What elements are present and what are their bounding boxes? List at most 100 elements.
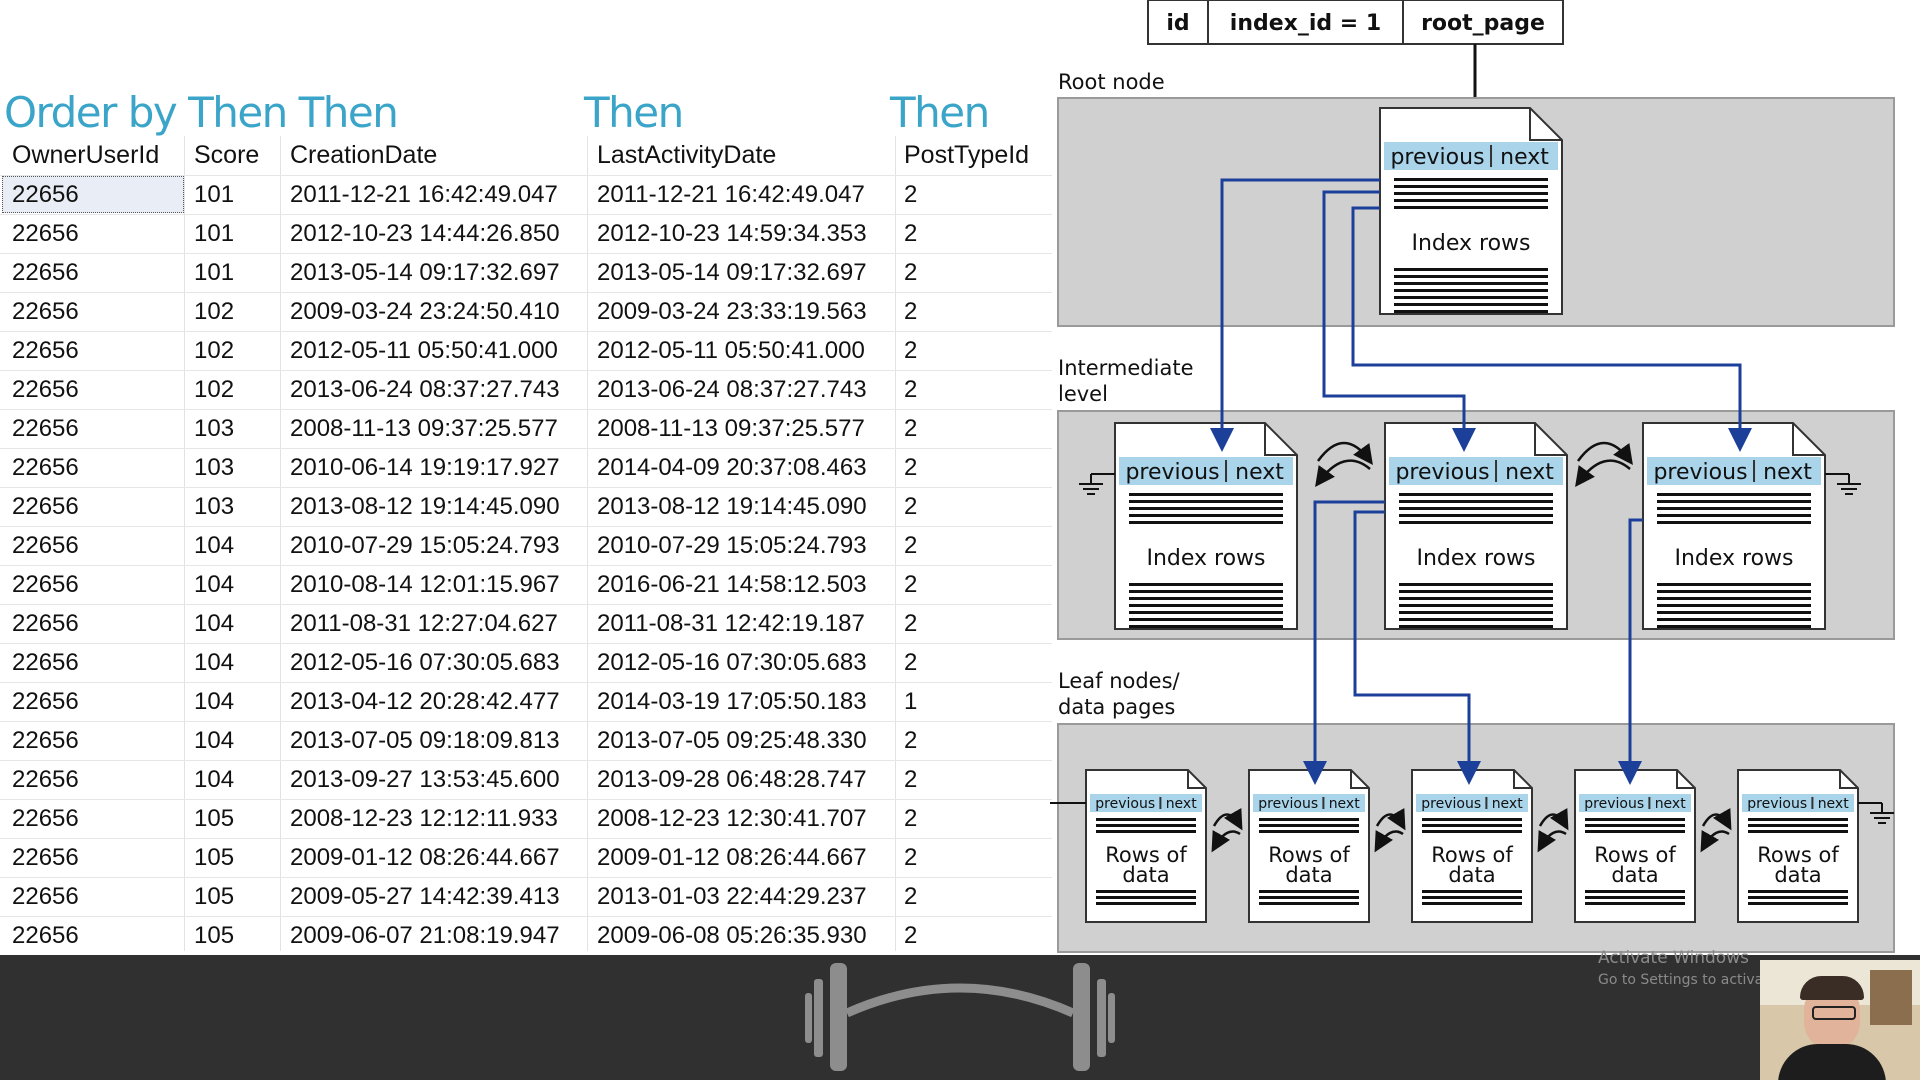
cell-creation-date: 2011-12-21 16:42:49.047 [290,181,558,208]
cell-creation-date: 2013-07-05 09:18:09.813 [290,727,560,754]
selected-cell[interactable] [2,176,184,213]
cell-owner-user-id: 22656 [12,727,79,754]
then-heading-3: Then [584,88,684,137]
cell-post-type-id: 2 [904,298,918,325]
cell-creation-date: 2010-07-29 15:05:24.793 [290,532,560,559]
cell-score: 105 [194,844,235,871]
column-divider [587,136,588,951]
cell-score: 103 [194,415,235,442]
header-cell-label: index_id = 1 [1230,11,1381,36]
grid-header-row[interactable]: OwnerUserId Score CreationDate LastActivity… [0,136,1052,176]
table-row[interactable]: 22656 105 2009-01-12 08:26:44.667 2009-01-1… [0,838,1052,878]
cell-score: 101 [194,220,235,247]
cell-post-type-id: 2 [904,220,918,247]
dumbbell-icon [805,963,1115,1071]
pointer-arrow [1210,178,1380,452]
cell-last-activity-date: 2013-06-24 08:37:27.743 [597,376,867,403]
cell-creation-date: 2009-01-12 08:26:44.667 [290,844,560,871]
cell-owner-user-id: 22656 [12,532,79,559]
pointer-arrow [1322,190,1476,452]
page-next-label: next [1505,460,1554,485]
intermediate-level-label: level [1058,382,1108,406]
cell-owner-user-id: 22656 [12,415,79,442]
column-header-owner-user-id[interactable]: OwnerUserId [12,141,160,169]
intermediate-level-label: Intermediate [1058,356,1194,380]
cell-score: 102 [194,298,235,325]
cell-last-activity-date: 2014-04-09 20:37:08.463 [597,454,867,481]
null-pointer-symbol [1858,802,1894,824]
cell-last-activity-date: 2008-12-23 12:30:41.707 [597,805,867,832]
rows-of-data-label: Rows of [1268,843,1350,867]
cell-post-type-id: 2 [904,610,918,637]
pointer-arrow [1353,510,1481,785]
cell-post-type-id: 2 [904,766,918,793]
leaf-level-label: data pages [1058,695,1175,719]
column-divider [895,136,896,951]
sibling-link-arrows [1374,808,1406,853]
bottom-bar [0,955,1920,1080]
column-header-post-type-id[interactable]: PostTypeId [904,141,1030,169]
cell-creation-date: 2012-10-23 14:44:26.850 [290,220,560,247]
order-by-heading: Order by Then Then [4,88,399,137]
cell-last-activity-date: 2013-09-28 06:48:28.747 [597,766,867,793]
cell-post-type-id: 2 [904,649,918,676]
cell-score: 104 [194,766,235,793]
cell-last-activity-date: 2009-01-12 08:26:44.667 [597,844,867,871]
cell-last-activity-date: 2009-03-24 23:33:19.563 [597,298,867,325]
cell-score: 104 [194,727,235,754]
cell-post-type-id: 2 [904,337,918,364]
activate-windows-subtitle: Go to Settings to activat [1598,972,1769,988]
column-header-score[interactable]: Score [194,141,260,169]
cell-owner-user-id: 22656 [12,805,79,832]
activate-windows-title: Activate Windows [1598,948,1749,968]
cell-last-activity-date: 2011-12-21 16:42:49.047 [597,181,865,208]
cell-post-type-id: 1 [904,688,918,715]
page-previous-label: previous [1395,460,1489,485]
cell-creation-date: 2013-04-12 20:28:42.477 [290,688,560,715]
cell-owner-user-id: 22656 [12,844,79,871]
cell-creation-date: 2009-03-24 23:24:50.410 [290,298,560,325]
rows-of-data-label: data [1611,863,1658,887]
cell-score: 101 [194,259,235,286]
cell-creation-date: 2012-05-16 07:30:05.683 [290,649,560,676]
cell-last-activity-date: 2009-06-08 05:26:35.930 [597,922,867,949]
index-rows-label: Index rows [1674,546,1793,571]
column-header-creation-date[interactable]: CreationDate [290,141,438,169]
cell-post-type-id: 2 [904,259,918,286]
column-header-last-activity-date[interactable]: LastActivityDate [597,141,777,169]
cell-post-type-id: 2 [904,571,918,598]
cell-last-activity-date: 2011-08-31 12:42:19.187 [597,610,865,637]
cell-creation-date: 2010-06-14 19:19:17.927 [290,454,560,481]
cell-score: 104 [194,571,235,598]
sibling-link-arrows [1537,808,1569,853]
cell-last-activity-date: 2008-11-13 09:37:25.577 [597,415,865,442]
cell-score: 105 [194,883,235,910]
cell-score: 104 [194,688,235,715]
cell-owner-user-id: 22656 [12,454,79,481]
page-next-label: next [1655,796,1687,812]
